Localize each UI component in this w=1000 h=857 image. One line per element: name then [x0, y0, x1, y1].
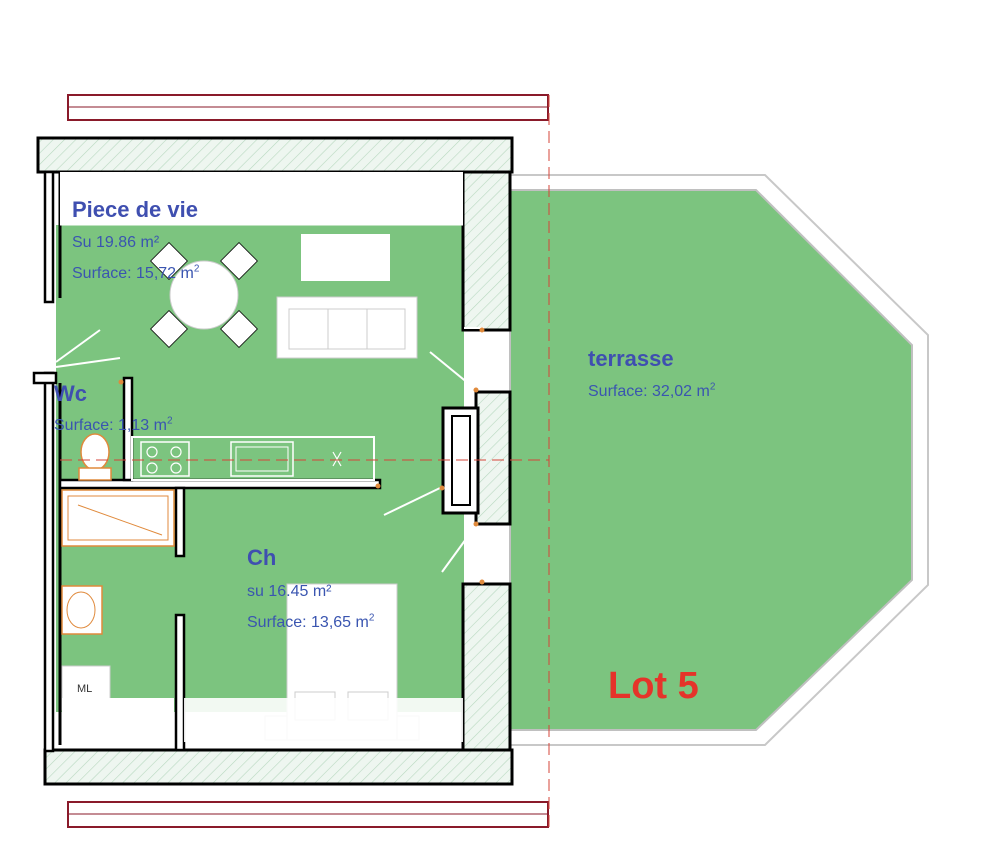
room-title-wc: Wc: [54, 381, 87, 406]
room-surface-wc: Surface: 1,13 m2: [54, 415, 173, 434]
sofa-icon: [276, 296, 418, 359]
door-markers: [118, 327, 485, 585]
wall-east-upper: [461, 170, 512, 332]
room-su-piece-de-vie: Su 19.86 m²: [72, 234, 160, 251]
terrace-floor: [509, 189, 913, 731]
wall-west-upper: [43, 170, 55, 304]
toilet-icon: [78, 433, 112, 481]
dining-table-icon: [150, 242, 258, 348]
room-surface-terrasse: Surface: 32,02 m2: [588, 381, 716, 400]
partition-bath-lower: [174, 613, 186, 752]
room-surface-piece-de-vie: Surface: 15,72 m2: [72, 263, 200, 282]
wall-top: [36, 136, 514, 174]
room-title-piece-de-vie: Piece de vie: [72, 197, 198, 222]
wall-kitchen-counter-back: [60, 172, 463, 225]
wardrobe: [62, 698, 174, 742]
sink-icon: [61, 585, 103, 635]
wall-west-lower: [43, 371, 55, 753]
roof-edge-bottom: [67, 801, 549, 828]
roof-edge-top: [67, 94, 549, 121]
room-surface-ch: Surface: 13,65 m2: [247, 612, 375, 631]
kitchen-counter: [131, 436, 375, 481]
room-su-ch: su 16.45 m²: [247, 583, 332, 600]
room-title-ch: Ch: [247, 545, 277, 570]
wall-east-lower: [461, 582, 512, 752]
room-title-terrasse: terrasse: [588, 346, 674, 371]
washing-machine-label: ML: [77, 683, 93, 695]
wall-bottom: [43, 748, 514, 786]
coffee-table-icon: [301, 234, 390, 281]
wall-east-middle: [474, 390, 512, 526]
partition-wc-upright: [122, 376, 134, 482]
lot-label: Lot 5: [608, 665, 699, 707]
partition-wc-bedroom: [58, 478, 382, 490]
partition-bath: [174, 486, 186, 558]
bathtub-icon: [61, 489, 175, 547]
